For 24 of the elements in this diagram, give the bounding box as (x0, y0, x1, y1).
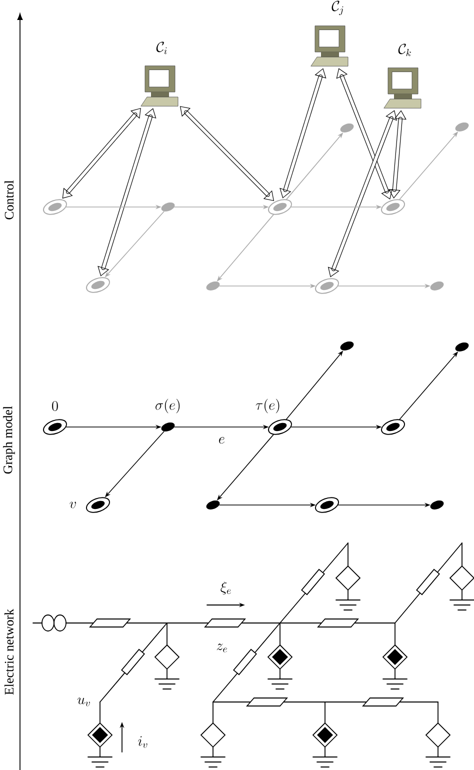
symbol-label: $i_v$ (138, 736, 148, 748)
node-label: $\sigma(e)$ (156, 398, 180, 414)
symbol-label: $\xi_e$ (220, 582, 231, 595)
ring-node (381, 419, 405, 435)
node-label: $v$ (70, 502, 76, 508)
node-label: $\tau(e)$ (256, 398, 280, 414)
ring-node (43, 199, 67, 215)
node-label: $\mathcal{C}_i$ (156, 42, 167, 54)
node-label: $0$ (52, 401, 58, 411)
ring-node (86, 277, 110, 293)
ring-node (315, 278, 339, 294)
edge-label: $e$ (217, 436, 226, 444)
axis-label: Graph model (3, 406, 15, 474)
node-label: $\mathcal{C}_j$ (332, 0, 344, 16)
axis-label: Electric network (4, 608, 14, 695)
ring-node (268, 199, 292, 215)
symbol-label: $u_v$ (78, 698, 90, 706)
arrow (280, 68, 326, 198)
ring-node (315, 497, 339, 513)
arrow (98, 108, 156, 276)
axis-label: Control (4, 180, 14, 220)
node-label: $\mathcal{C}_k$ (398, 44, 411, 56)
ring-node (381, 199, 405, 215)
symbol-label: $z_e$ (216, 644, 227, 652)
